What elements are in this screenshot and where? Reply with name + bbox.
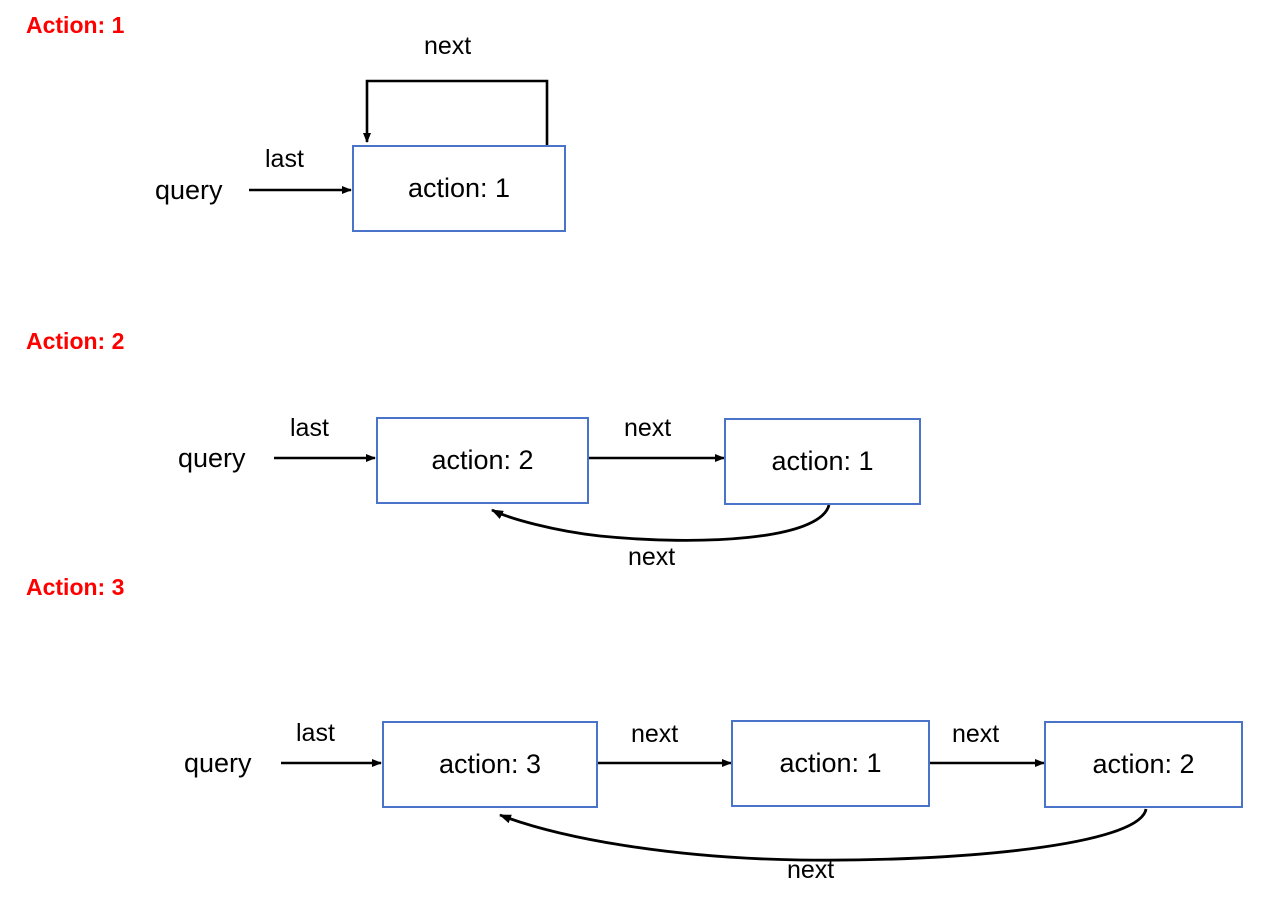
section-1-edges [249,79,549,194]
edge-label-next-1-to-2: next [952,720,1000,748]
edge-label-next-2-to-1: next [624,414,672,442]
section-2-edges [274,454,831,542]
edge-label-next-back-s2: next [628,543,676,571]
node-box-action-1-s2[interactable]: action: 1 [724,418,921,505]
section-title-action-3: Action: 3 [26,574,125,600]
node-box-action-1-s1[interactable]: action: 1 [352,145,566,232]
edge-label-next-3-to-1: next [631,720,679,748]
edge-next-back-2-to-3 [499,808,1148,862]
entry-label-query-3: query [184,748,252,778]
entry-label-query-1: query [155,175,223,205]
edge-label-next-back-s3: next [787,856,835,884]
edge-next-back-1-to-2 [491,504,831,542]
entry-label-query-2: query [178,443,246,473]
node-box-action-1-s3[interactable]: action: 1 [731,720,930,807]
node-box-action-2-s3[interactable]: action: 2 [1044,721,1243,808]
node-box-action-3-s3[interactable]: action: 3 [382,721,598,808]
section-title-action-1: Action: 1 [26,12,125,38]
edge-label-next-self-1: next [424,32,472,60]
section-title-action-2: Action: 2 [26,328,125,354]
node-box-action-2-s2[interactable]: action: 2 [376,417,589,504]
edge-self-loop-next-1 [363,79,549,146]
edge-label-last-3: last [296,719,335,747]
edge-label-last-2: last [290,414,329,442]
edge-label-last-1: last [265,145,304,173]
section-3-edges [281,759,1148,862]
